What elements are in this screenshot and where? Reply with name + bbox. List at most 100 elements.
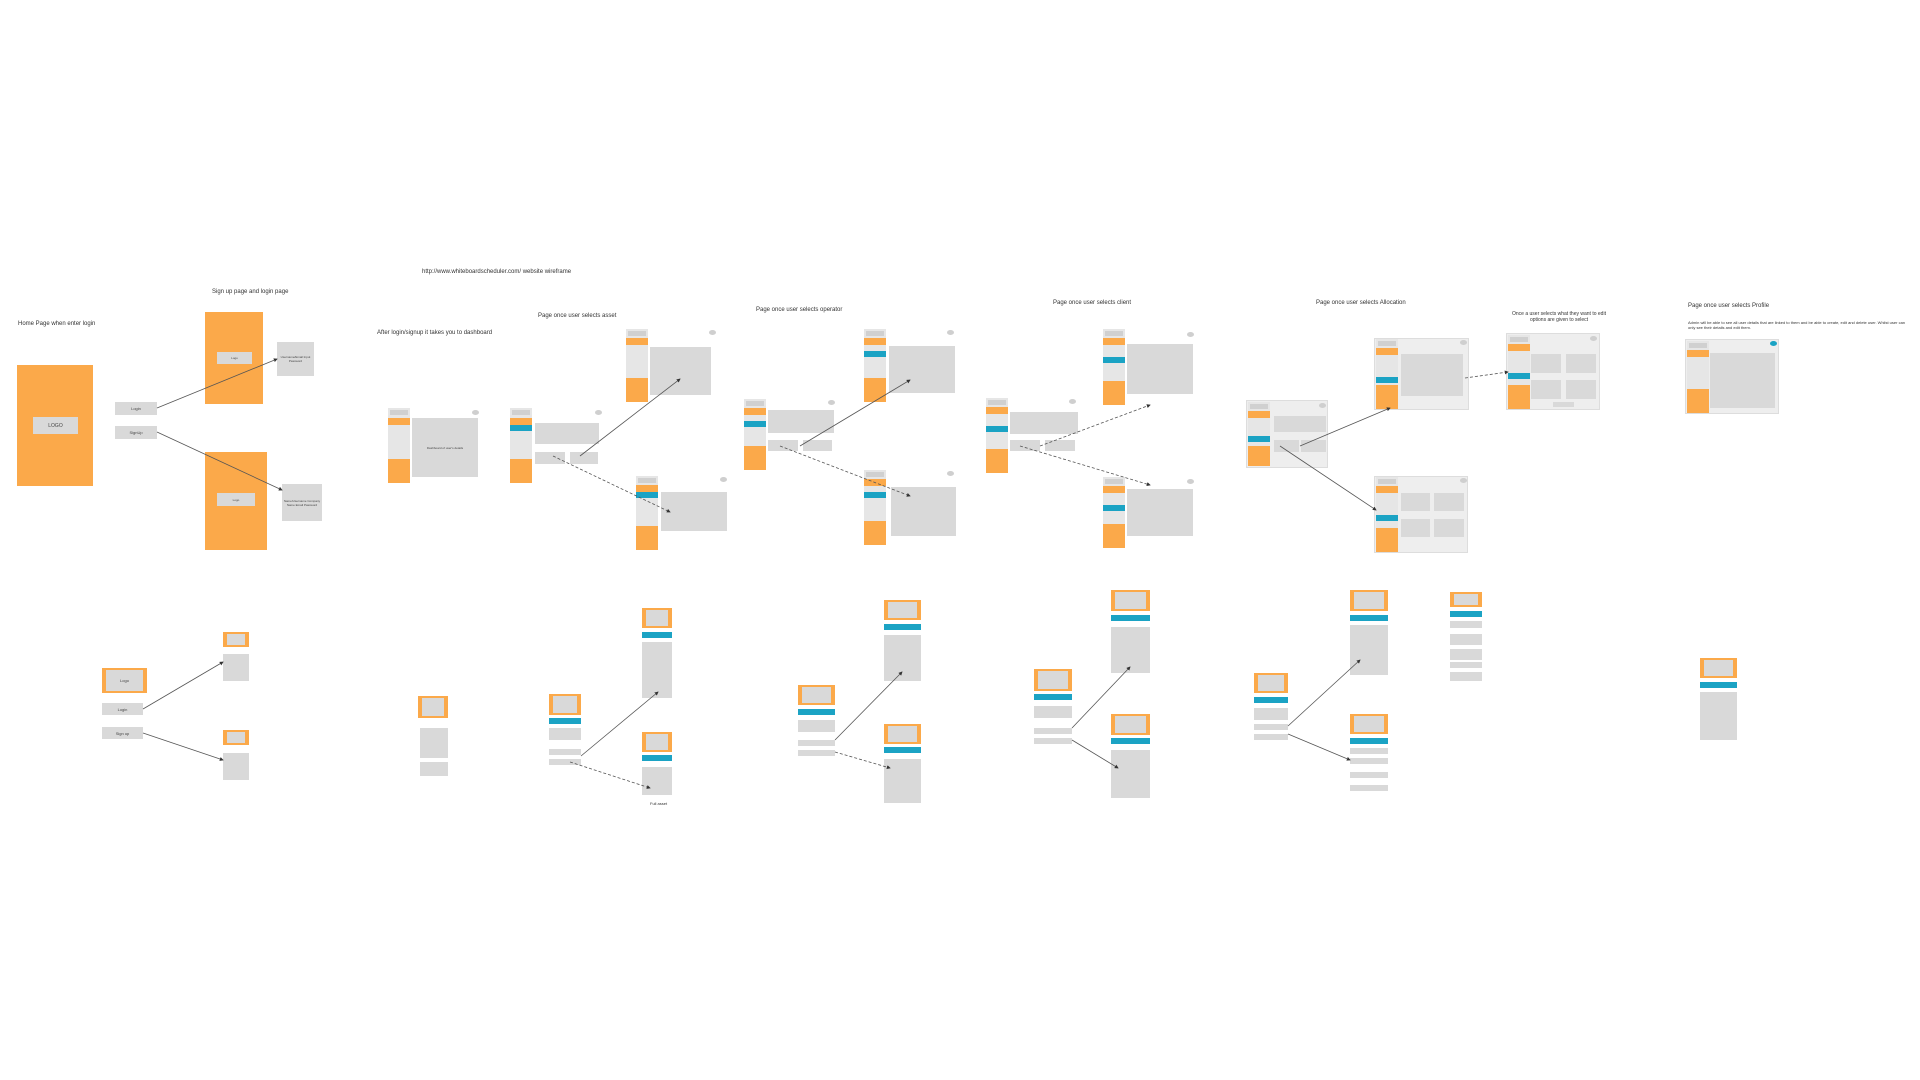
mobile-allocation-header xyxy=(1254,673,1288,693)
mobile-operator-tab[interactable] xyxy=(798,709,835,715)
url-label: http://www.whiteboardscheduler.com/ webs… xyxy=(422,269,572,275)
operator-top-avatar-icon[interactable] xyxy=(947,330,954,335)
mobile-client-tab[interactable] xyxy=(1034,694,1072,700)
allocation-sidebar xyxy=(1248,402,1270,466)
operator-top-main xyxy=(889,346,955,393)
profile-sidebar xyxy=(1687,341,1709,413)
login-button[interactable]: Login xyxy=(115,402,157,415)
mobile-operator-item-3[interactable] xyxy=(798,750,835,756)
allocation-bottom-avatar-icon[interactable] xyxy=(1460,478,1467,483)
mobile-edit-item-3[interactable] xyxy=(1450,649,1482,660)
mobile-allocation-bottom-item-2[interactable] xyxy=(1350,758,1388,764)
edit-card-2[interactable] xyxy=(1566,354,1596,373)
mobile-allocation-top-main xyxy=(1350,625,1388,675)
mobile-client-top-main xyxy=(1111,627,1150,673)
mobile-login-button[interactable]: Login xyxy=(102,703,143,715)
mobile-edit-tab[interactable] xyxy=(1450,611,1482,617)
mobile-asset-item-1[interactable] xyxy=(549,728,581,740)
mobile-client-top-tab[interactable] xyxy=(1111,615,1150,621)
allocation-option-1[interactable] xyxy=(1274,440,1299,452)
asset-option-2[interactable] xyxy=(570,452,598,464)
mobile-operator-item-1[interactable] xyxy=(798,720,835,732)
mobile-profile-header xyxy=(1700,658,1737,678)
mobile-allocation-bottom-item-3[interactable] xyxy=(1350,772,1388,778)
mobile-allocation-tab[interactable] xyxy=(1254,697,1288,703)
mobile-client-bottom-header xyxy=(1111,714,1150,735)
signup-logo: Logo xyxy=(217,493,255,506)
mobile-client-item-1[interactable] xyxy=(1034,706,1072,718)
signup-button[interactable]: SignUp xyxy=(115,426,157,439)
allocation-bottom-card-4[interactable] xyxy=(1434,519,1464,537)
mobile-asset-header xyxy=(549,694,581,715)
client-top-avatar-icon[interactable] xyxy=(1187,332,1194,337)
edit-card-3[interactable] xyxy=(1531,380,1561,399)
client-avatar-icon[interactable] xyxy=(1069,399,1076,404)
mobile-operator-item-2[interactable] xyxy=(798,740,835,746)
mobile-operator-header xyxy=(798,685,835,705)
asset-avatar-icon[interactable] xyxy=(595,410,602,415)
allocation-bottom-card-1[interactable] xyxy=(1401,493,1430,511)
mobile-operator-top-tab[interactable] xyxy=(884,624,921,630)
asset-bottom-avatar-icon[interactable] xyxy=(720,477,727,482)
heading-edit-options: Once a user selects what they want to ed… xyxy=(1512,311,1606,323)
mobile-operator-bottom-tab[interactable] xyxy=(884,747,921,753)
mobile-dash-header xyxy=(418,696,448,718)
mobile-dash-footer xyxy=(420,762,448,776)
edit-save-button[interactable] xyxy=(1553,402,1574,407)
mobile-profile-tab[interactable] xyxy=(1700,682,1737,688)
operator-option-2[interactable] xyxy=(803,440,832,451)
mobile-edit-item-4[interactable] xyxy=(1450,662,1482,668)
client-main xyxy=(1010,412,1078,434)
heading-home: Home Page when enter login xyxy=(18,321,96,327)
mobile-login-header xyxy=(223,632,249,647)
login-logo: Logo xyxy=(217,352,252,364)
client-option-1[interactable] xyxy=(1010,440,1040,451)
profile-note: Admin will be able to see all user detai… xyxy=(1688,320,1906,330)
allocation-bottom-card-2[interactable] xyxy=(1434,493,1464,511)
mobile-allocation-item-2[interactable] xyxy=(1254,724,1288,730)
mobile-asset-item-3[interactable] xyxy=(549,759,581,765)
asset-top-avatar-icon[interactable] xyxy=(709,330,716,335)
mobile-client-item-2[interactable] xyxy=(1034,728,1072,734)
asset-top-main xyxy=(650,347,711,395)
signup-fields: Name/Username Company Name Email Passwor… xyxy=(282,484,322,521)
mobile-allocation-item-1[interactable] xyxy=(1254,708,1288,720)
mobile-allocation-bottom-tab[interactable] xyxy=(1350,738,1388,744)
mobile-edit-item-2[interactable] xyxy=(1450,634,1482,645)
mobile-allocation-bottom-item-1[interactable] xyxy=(1350,748,1388,754)
mobile-signup-button[interactable]: Sign up xyxy=(102,727,143,739)
allocation-top-avatar-icon[interactable] xyxy=(1460,340,1467,345)
operator-option-1[interactable] xyxy=(768,440,798,451)
mobile-edit-header xyxy=(1450,592,1482,607)
operator-bottom-avatar-icon[interactable] xyxy=(947,471,954,476)
mobile-edit-item-1[interactable] xyxy=(1450,621,1482,628)
mobile-asset-bottom-tab[interactable] xyxy=(642,755,672,761)
mobile-client-item-3[interactable] xyxy=(1034,738,1072,744)
profile-avatar-icon[interactable] xyxy=(1770,341,1777,346)
edit-options-sidebar xyxy=(1508,335,1530,409)
mobile-allocation-top-tab[interactable] xyxy=(1350,615,1388,621)
mobile-edit-item-5[interactable] xyxy=(1450,672,1482,681)
edit-card-4[interactable] xyxy=(1566,380,1596,399)
client-sidebar-bottom xyxy=(1103,477,1125,548)
mobile-asset-tab[interactable] xyxy=(549,718,581,724)
mobile-allocation-item-3[interactable] xyxy=(1254,734,1288,740)
home-logo: LOGO xyxy=(33,417,78,434)
allocation-bottom-card-3[interactable] xyxy=(1401,519,1430,537)
asset-option-1[interactable] xyxy=(535,452,565,464)
mobile-dash-menu[interactable] xyxy=(420,728,448,758)
mobile-asset-top-tab[interactable] xyxy=(642,632,672,638)
mobile-asset-item-2[interactable] xyxy=(549,749,581,755)
avatar-icon[interactable] xyxy=(472,410,479,415)
allocation-avatar-icon[interactable] xyxy=(1319,403,1326,408)
client-option-2[interactable] xyxy=(1045,440,1075,451)
operator-avatar-icon[interactable] xyxy=(828,400,835,405)
client-bottom-avatar-icon[interactable] xyxy=(1187,479,1194,484)
mobile-login-fields xyxy=(223,654,249,681)
edit-card-1[interactable] xyxy=(1531,354,1561,373)
edit-avatar-icon[interactable] xyxy=(1590,336,1597,341)
mobile-client-bottom-tab[interactable] xyxy=(1111,738,1150,744)
mobile-asset-bottom-header xyxy=(642,732,672,752)
mobile-allocation-bottom-item-4[interactable] xyxy=(1350,785,1388,791)
